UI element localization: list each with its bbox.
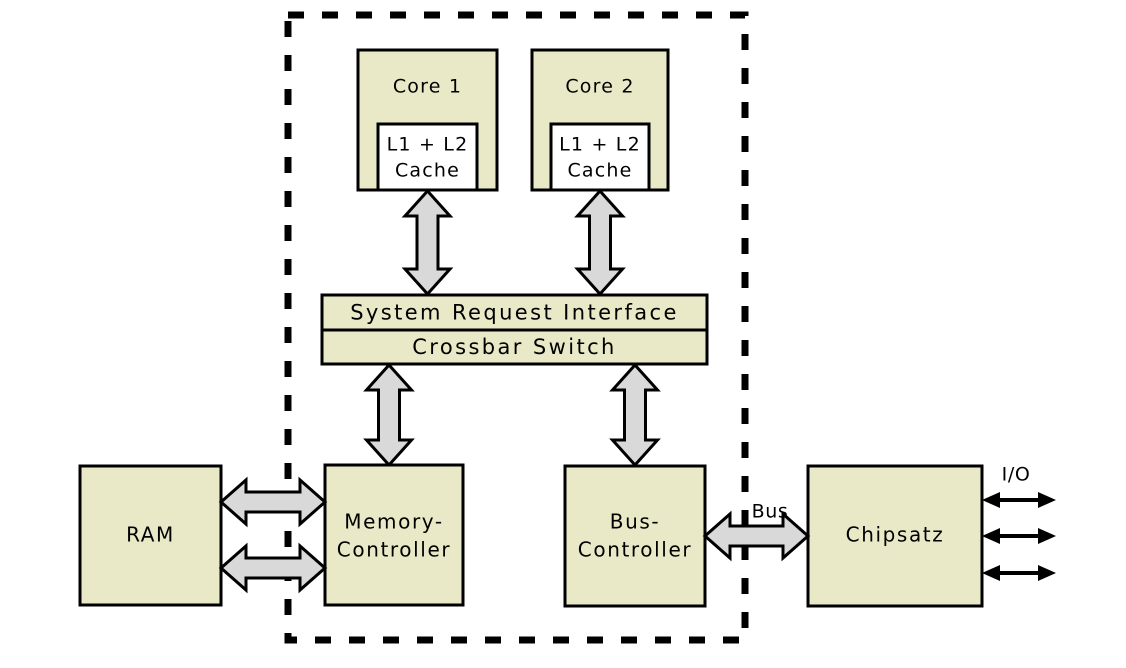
io-label: I/O [1002,464,1031,486]
crossbar-switch-box[interactable] [320,328,709,366]
crossbar-to-bus-controller-arrow [609,362,661,468]
core2-cache-label-line2: Cache [567,160,632,182]
ram-to-memory-controller-upper-arrow [218,476,328,528]
chipset-label: Chipsatz [846,523,945,547]
crossbar-to-memory-controller-arrow [363,362,415,468]
io-arrowhead-1-left [982,492,1000,508]
core1-cache-label-line1: L1 + L2 [387,134,469,156]
ram-to-memory-controller-lower-arrow [218,542,328,594]
ram-label: RAM [126,523,175,547]
memory-controller-box[interactable] [323,463,465,607]
bus-controller-to-chipset-arrow [702,510,811,562]
bus-controller-label-line2: Controller [578,538,692,562]
chipset-box[interactable] [806,464,984,608]
io-arrowhead-2-left [982,528,1000,544]
core1-cache-label-line2: Cache [395,160,460,182]
core1-to-sri-arrow [401,188,454,297]
io-arrowhead-1-right [1038,492,1056,508]
io-arrowhead-2-right [1038,528,1056,544]
ram-box[interactable] [78,464,223,607]
io-arrowhead-3-left [982,565,1000,581]
io-arrowhead-3-right [1038,565,1056,581]
bus-controller-label-line1: Bus- [610,510,660,534]
core2-cache-label-line1: L1 + L2 [559,134,641,156]
core1-label: Core 1 [393,76,462,98]
bus-controller-box[interactable] [563,464,707,608]
bus-label: Bus [752,501,789,523]
crossbar-switch-label: Crossbar Switch [412,335,617,359]
core2-to-sri-arrow [574,188,626,297]
core1-cache-box[interactable] [376,122,479,192]
memory-controller-label-line2: Controller [337,538,451,562]
core2-label: Core 2 [565,76,634,98]
cpu-die-boundary [284,11,749,644]
memory-controller-label-line1: Memory- [344,510,443,534]
system-request-interface-label: System Request Interface [350,301,679,325]
